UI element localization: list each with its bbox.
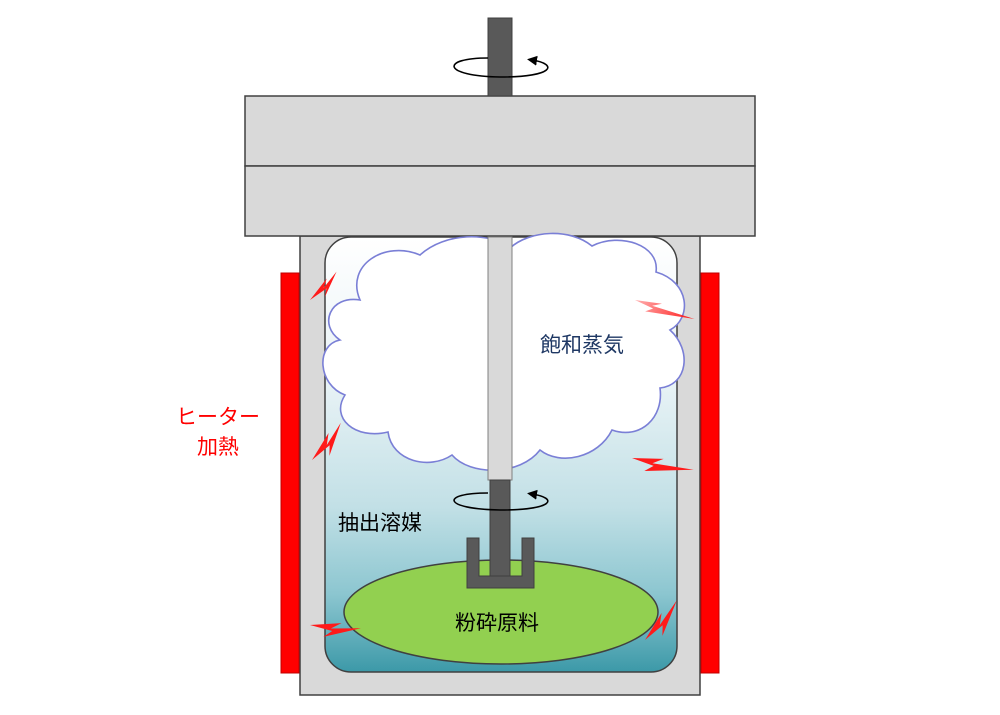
lid-upper-block xyxy=(244,95,756,167)
lightning-bolt-icon xyxy=(310,271,337,300)
lightning-bolt-icon xyxy=(632,458,694,471)
ground-material-label: 粉砕原料 xyxy=(455,611,539,635)
stirrer-shaft-lower xyxy=(489,479,511,586)
heater-left xyxy=(280,272,300,674)
heater-label-line1: ヒーター xyxy=(176,405,260,429)
rotation-arrow-icon xyxy=(453,489,549,511)
rotation-arrow-icon xyxy=(453,55,549,78)
lid-lower-block xyxy=(244,165,756,237)
lightning-bolt-icon xyxy=(312,422,341,460)
heater-right xyxy=(700,272,720,674)
saturated-vapor-label: 飽和蒸気 xyxy=(540,333,624,357)
lightning-bolt-icon xyxy=(310,623,361,637)
lightning-bolt-icon xyxy=(645,600,677,640)
extraction-solvent-label: 抽出溶媒 xyxy=(338,511,422,535)
lightning-bolt-icon xyxy=(635,300,695,319)
heater-label-line2: 加熱 xyxy=(197,435,239,459)
stirrer-shaft-upper xyxy=(487,236,513,481)
stirrer-shaft-top xyxy=(487,17,513,97)
stirrer-paddle xyxy=(466,537,535,589)
